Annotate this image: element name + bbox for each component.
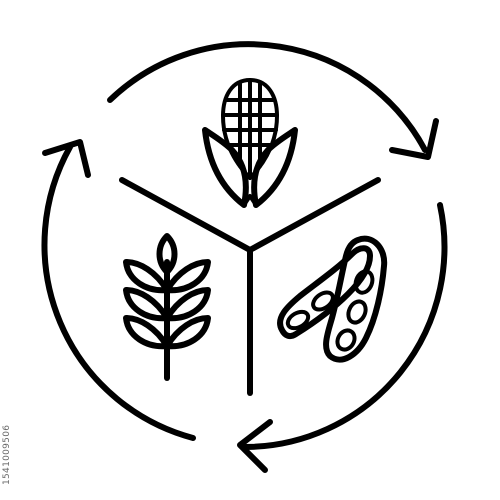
- wheat-right-kernel-3: [164, 315, 211, 350]
- wheat-top-kernel: [156, 233, 178, 275]
- arrowhead-bottom-icon: [237, 419, 273, 473]
- corn-husk-center: [242, 194, 258, 207]
- wheat-icon: [123, 233, 211, 381]
- soybean-seed-front-3: [335, 328, 357, 352]
- corn-husk-left: [202, 127, 249, 208]
- stock-id-watermark: 1541009506: [2, 424, 12, 485]
- soybean-pod-back: [277, 245, 373, 340]
- soybean-seed-back-1: [285, 309, 311, 331]
- divider-right-line: [247, 177, 381, 253]
- soybean-seed-back-2: [311, 290, 335, 312]
- corn-icon: [202, 78, 298, 208]
- wheat-left-kernel-2: [123, 287, 170, 322]
- rotation-cycle: [41, 41, 448, 473]
- wheat-left-kernel-1: [123, 259, 170, 294]
- wheat-left-kernel-3: [123, 315, 170, 350]
- cycle-arc-right: [243, 202, 448, 450]
- arrowhead-right-icon: [389, 118, 439, 160]
- soybean-seed-front-1: [353, 269, 375, 295]
- soybean-seed-front-2: [346, 299, 368, 325]
- arrowhead-left-icon: [42, 139, 91, 178]
- divider-left-line: [119, 177, 253, 253]
- corn-husk-right: [251, 127, 298, 208]
- cycle-arc-top: [107, 41, 428, 153]
- soybean-pod-front: [323, 235, 388, 363]
- corn-kernels: [221, 78, 279, 180]
- wheat-right-kernel-1: [164, 259, 211, 294]
- soybean-icon: [277, 235, 388, 363]
- cycle-arc-left: [41, 144, 196, 441]
- wheat-right-kernel-2: [164, 287, 211, 322]
- sector-divider: [119, 177, 381, 396]
